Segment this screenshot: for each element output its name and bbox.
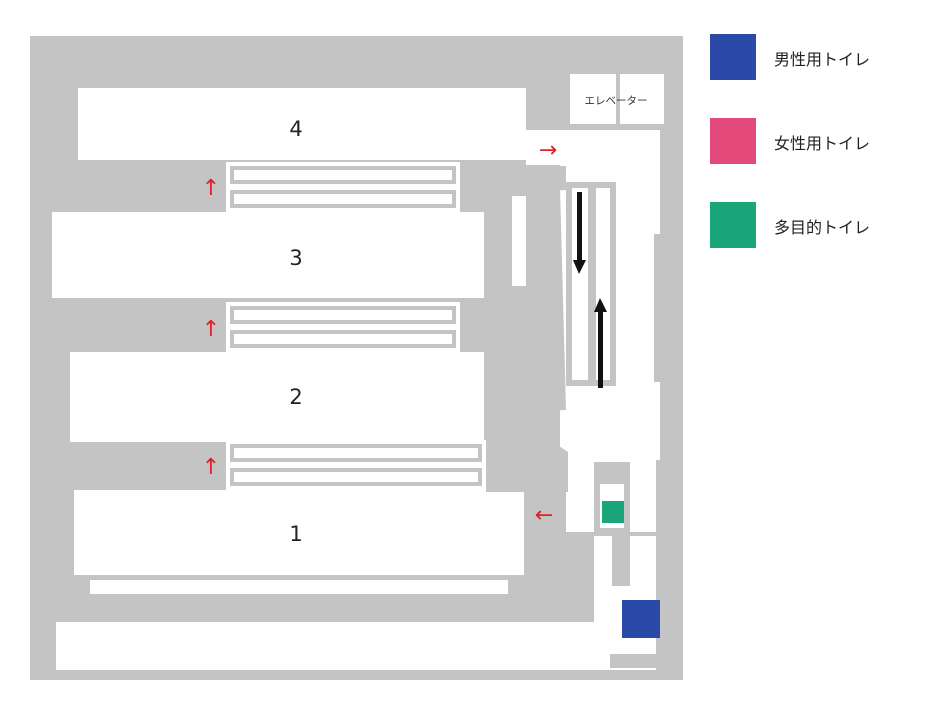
area-number-4: 4 bbox=[289, 117, 302, 141]
up-arrow-lane-4: ↑ bbox=[202, 176, 220, 201]
legend-item-multipurpose-toilet: 多目的トイレ bbox=[710, 202, 920, 248]
escalator-down-arrow-head bbox=[573, 260, 586, 274]
left-arrow-exit: ← bbox=[535, 503, 553, 528]
legend-item-womens-toilet: 女性用トイレ bbox=[710, 118, 920, 164]
womens-toilet-swatch bbox=[710, 118, 756, 164]
legend-label-multipurpose-toilet: 多目的トイレ bbox=[774, 218, 871, 237]
escalator bbox=[566, 182, 616, 388]
escalator-up-arrow-shaft bbox=[598, 310, 603, 388]
escalator-up-arrow-head bbox=[594, 298, 607, 312]
up-arrow-lane-2: ↑ bbox=[202, 455, 220, 480]
pillars bbox=[164, 164, 202, 488]
shelf-blocks bbox=[226, 162, 486, 490]
multipurpose-toilet-swatch bbox=[710, 202, 756, 248]
legend-label-womens-toilet: 女性用トイレ bbox=[774, 134, 871, 153]
area-number-2: 2 bbox=[289, 385, 302, 409]
area-number-3: 3 bbox=[289, 246, 302, 270]
ramp-blocks bbox=[484, 166, 568, 492]
mens-toilet-marker[interactable] bbox=[622, 600, 660, 638]
multipurpose-toilet-marker[interactable] bbox=[602, 501, 624, 523]
interior-walls bbox=[54, 70, 556, 546]
elevator: エレベーター bbox=[570, 74, 664, 124]
legend-item-mens-toilet: 男性用トイレ bbox=[710, 34, 920, 80]
elevator-label: エレベーター bbox=[585, 95, 648, 107]
escalator-down-arrow-shaft bbox=[577, 192, 582, 262]
mens-toilet-swatch bbox=[710, 34, 756, 80]
up-arrow-lane-3: ↑ bbox=[202, 317, 220, 342]
legend-label-mens-toilet: 男性用トイレ bbox=[774, 50, 871, 69]
right-arrow-entrance: → bbox=[539, 138, 557, 163]
area-number-1: 1 bbox=[289, 522, 302, 546]
